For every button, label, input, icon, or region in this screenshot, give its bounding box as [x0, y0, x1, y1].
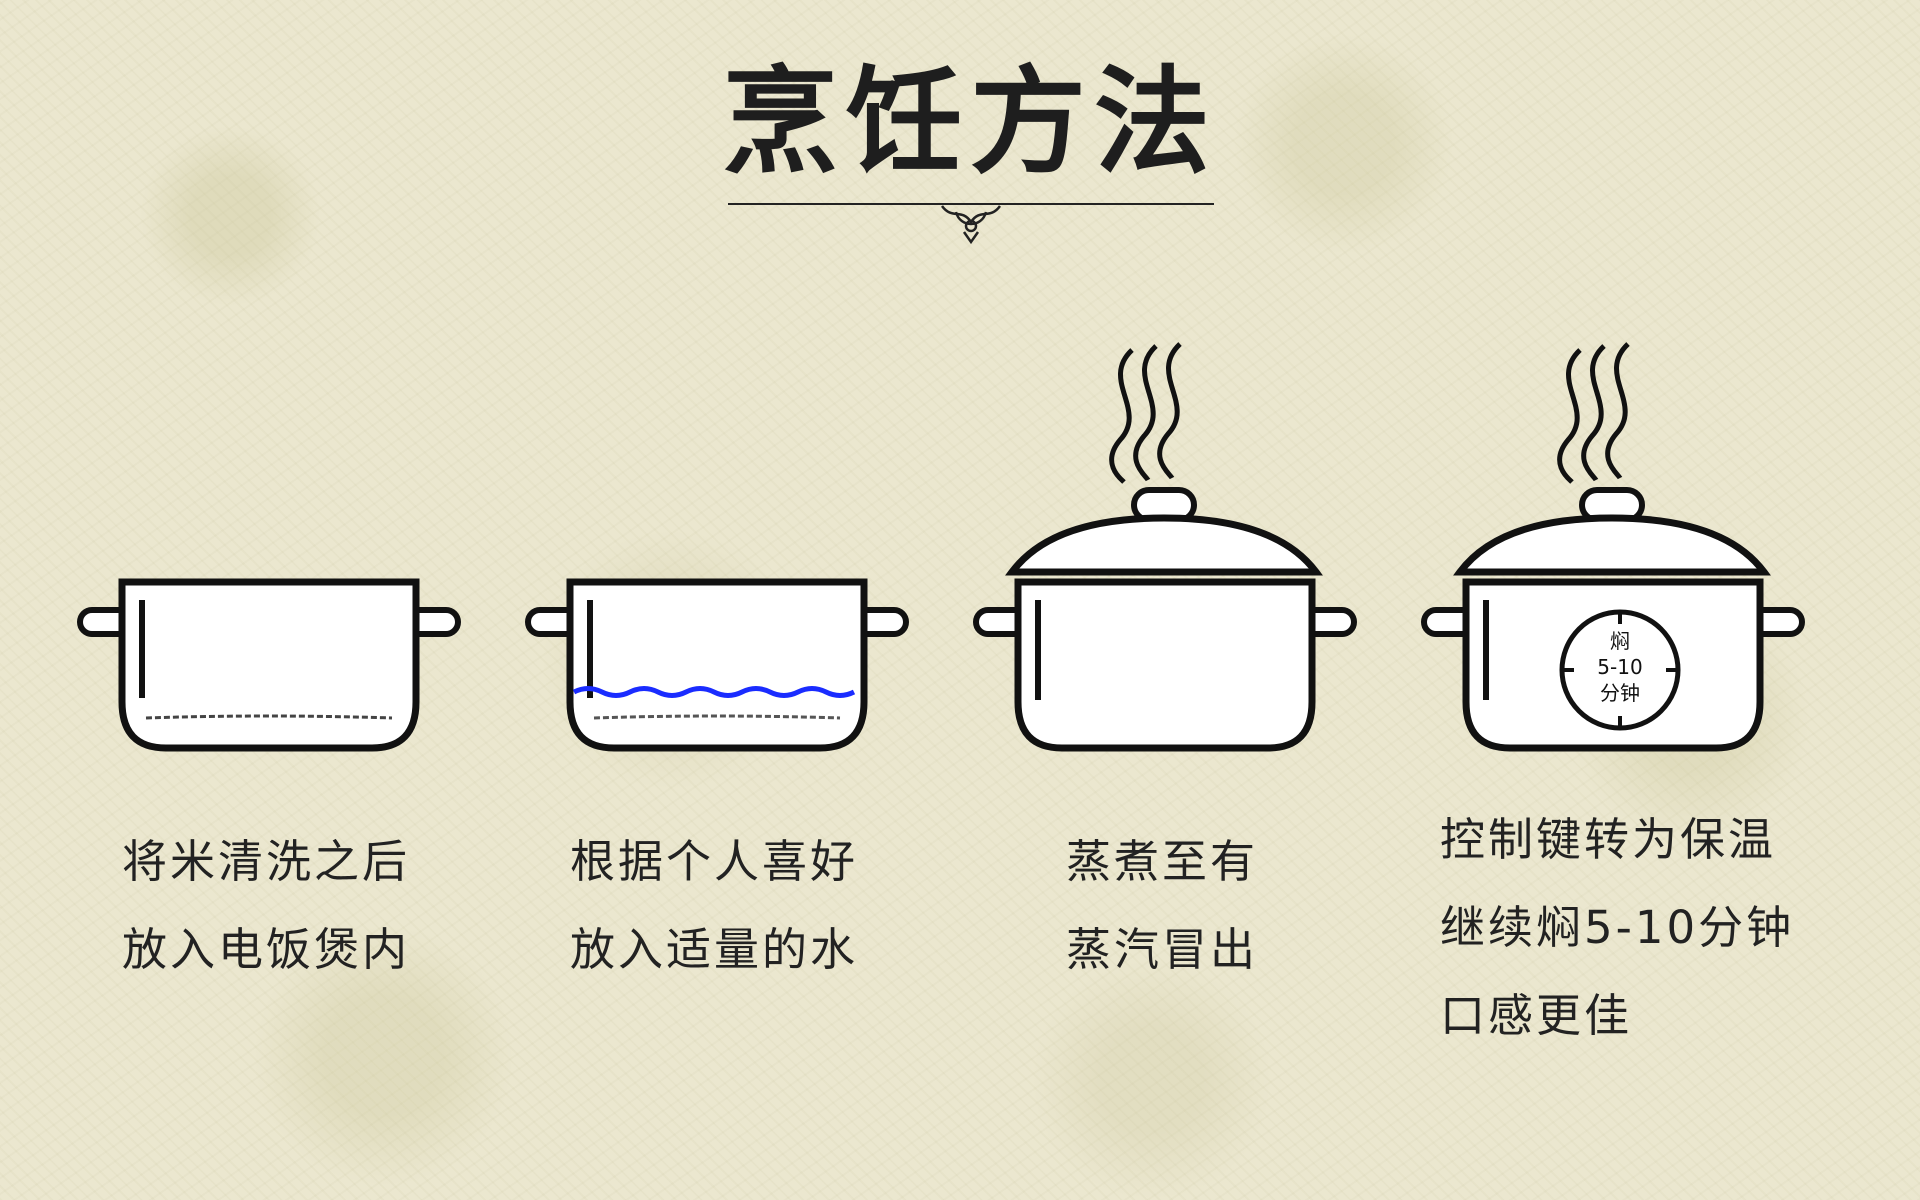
timer-label-1: 焖	[1610, 629, 1630, 653]
steam-icon	[1560, 344, 1628, 482]
timer-label-2: 5-10	[1597, 655, 1642, 679]
step-3-line-2: 蒸汽冒出	[1066, 906, 1258, 994]
step-2-caption: 根据个人喜好 放入适量的水	[570, 818, 858, 994]
step-2-line-1: 根据个人喜好	[570, 818, 858, 906]
ornament-icon	[934, 202, 1008, 246]
page-title: 烹饪方法	[720, 48, 1220, 198]
pot-icon-simmer: 焖 5-10 分钟	[1420, 340, 1806, 754]
step-3-caption: 蒸煮至有 蒸汽冒出	[1066, 818, 1258, 994]
step-1-line-2: 放入电饭煲内	[122, 906, 410, 994]
pot-icon-steam	[972, 340, 1358, 754]
step-4-line-1: 控制键转为保温	[1440, 796, 1794, 884]
step-2-line-2: 放入适量的水	[570, 906, 858, 994]
timer-label-3: 分钟	[1600, 681, 1640, 705]
step-4-line-3: 口感更佳	[1440, 972, 1794, 1060]
step-1-line-1: 将米清洗之后	[122, 818, 410, 906]
timer-icon: 焖 5-10 分钟	[1562, 612, 1678, 728]
step-1-caption: 将米清洗之后 放入电饭煲内	[122, 818, 410, 994]
lid-icon	[1460, 490, 1764, 572]
pot-icon-rinse	[76, 578, 462, 754]
steam-icon	[1112, 344, 1180, 482]
step-4-caption: 控制键转为保温 继续焖5-10分钟 口感更佳	[1440, 796, 1794, 1060]
pot-icon-water	[524, 578, 910, 754]
step-4-line-2: 继续焖5-10分钟	[1440, 884, 1794, 972]
lid-icon	[1012, 490, 1316, 572]
step-3-line-1: 蒸煮至有	[1066, 818, 1258, 906]
